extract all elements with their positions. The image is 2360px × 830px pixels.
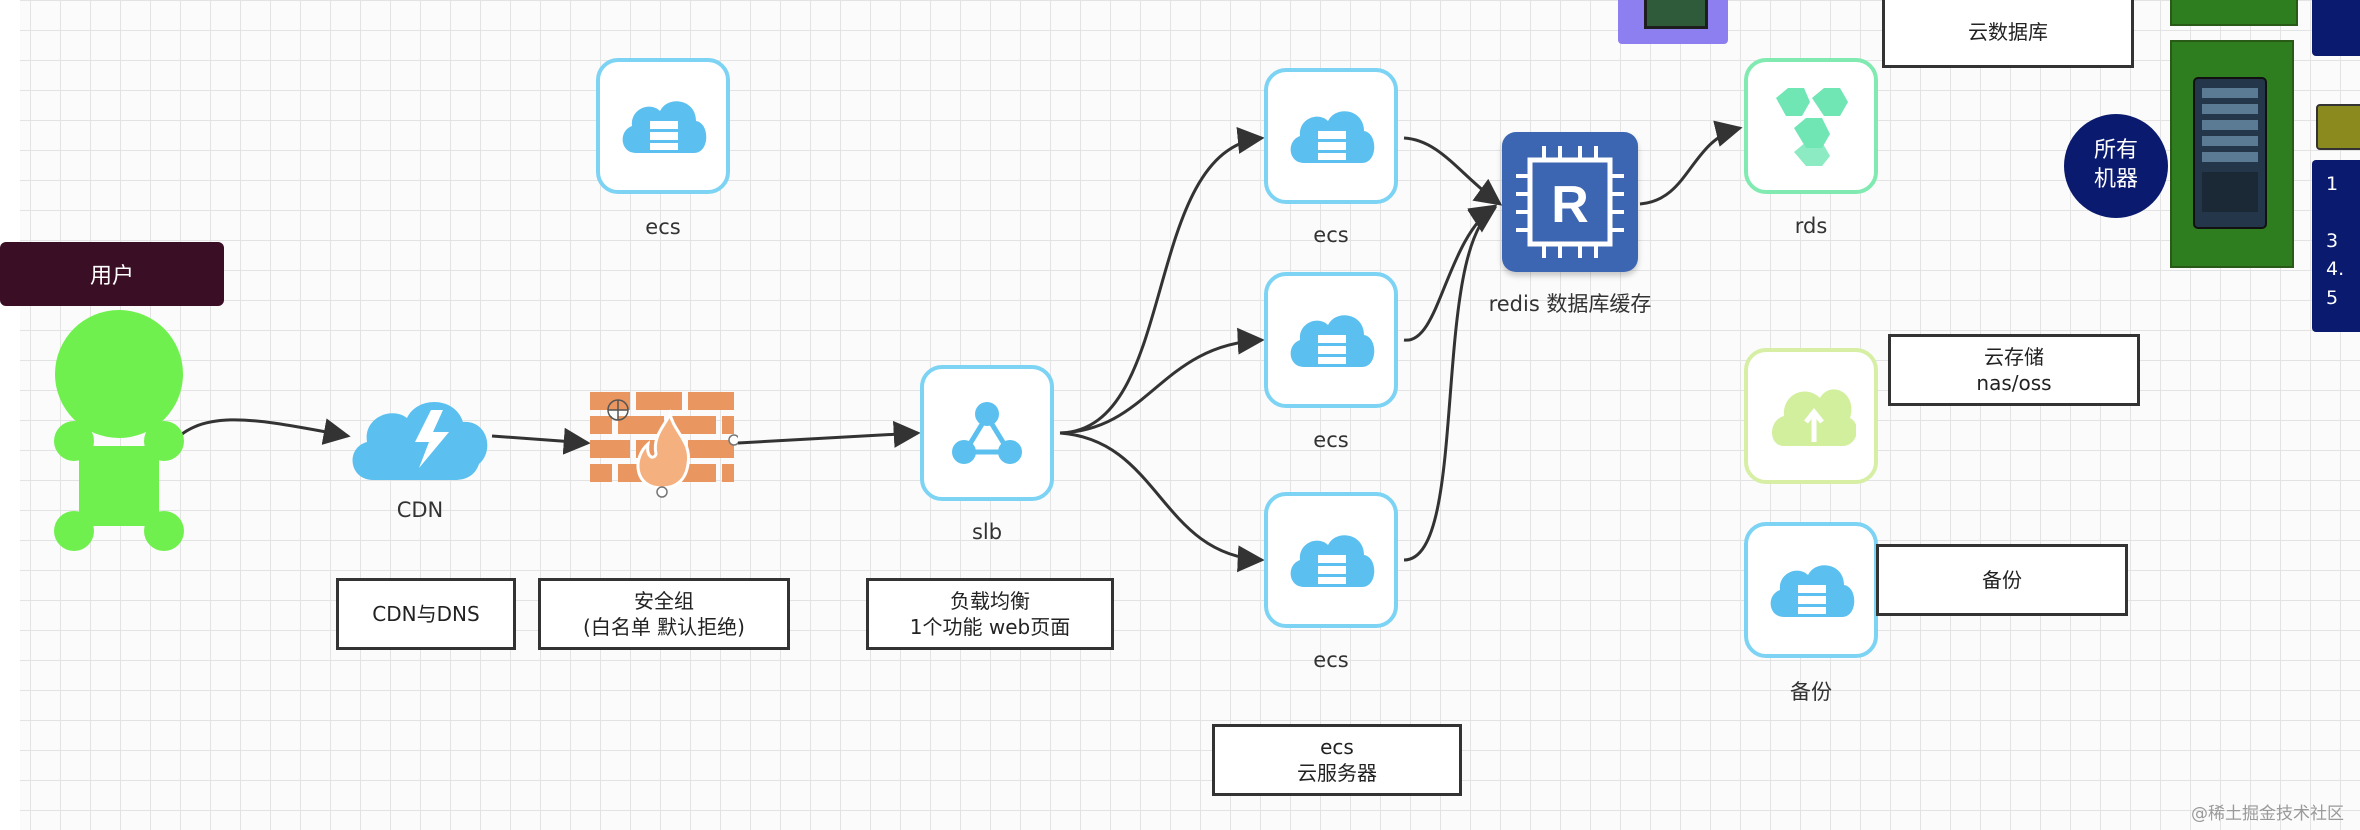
backup-desc-box[interactable]: 备份	[1876, 544, 2128, 616]
server-rack-icon	[2193, 77, 2267, 229]
redis-label: redis 数据库缓存	[1488, 292, 1652, 316]
chip-icon: R	[1516, 146, 1624, 258]
backup-desc-text: 备份	[1982, 568, 2022, 592]
cloud-storage-icon	[1772, 389, 1856, 446]
user-header: 用户	[0, 242, 224, 306]
security-group-desc: (白名单 默认拒绝)	[583, 615, 745, 639]
list-item: 5	[2326, 286, 2339, 309]
slb-tile[interactable]	[920, 365, 1054, 501]
olive-block	[2316, 104, 2360, 150]
edge-slb-ecs1	[1059, 127, 1265, 435]
slb-label: slb	[971, 520, 1003, 544]
slb-desc-title: 负载均衡	[950, 589, 1030, 613]
edge-ecs2-redis	[1403, 204, 1498, 342]
partial-server-block[interactable]	[1618, 0, 1728, 44]
backup-label: 备份	[1790, 680, 1832, 704]
all-machines-node[interactable]: 所有 机器	[2064, 114, 2168, 218]
storage-desc-box[interactable]: 云存储 nas/oss	[1888, 334, 2140, 406]
cloud-server-icon	[1290, 535, 1375, 587]
ecs-2-label: ecs	[1313, 428, 1349, 452]
ecs-top-label: ecs	[645, 215, 681, 239]
edge-redis-rds	[1639, 120, 1743, 206]
edge-cdn-firewall	[491, 427, 591, 455]
edge-ecs1-redis	[1403, 136, 1503, 206]
list-item: 4.	[2326, 258, 2345, 280]
server-rack-panel[interactable]	[2170, 40, 2294, 268]
storage-tile[interactable]	[1744, 348, 1878, 484]
ecs-1-label: ecs	[1313, 223, 1349, 247]
ecs-3-label: ecs	[1313, 648, 1349, 672]
slb-desc-detail: 1个功能 web页面	[909, 615, 1071, 639]
ecs-desc-title: ecs	[1320, 735, 1354, 759]
rds-tile[interactable]	[1744, 58, 1878, 194]
edge-user-cdn	[166, 418, 351, 449]
cdn-dns-box[interactable]: CDN与DNS	[336, 578, 516, 650]
database-hexagons-icon	[1776, 88, 1848, 166]
cloud-server-icon	[622, 101, 707, 153]
list-item: 3	[2326, 229, 2339, 252]
storage-desc-detail: nas/oss	[1976, 371, 2052, 395]
edge-slb-ecs3	[1059, 431, 1265, 573]
security-group-box[interactable]: 安全组 (白名单 默认拒绝)	[538, 578, 790, 650]
svg-text:R: R	[1551, 176, 1589, 234]
rds-label: rds	[1794, 214, 1828, 238]
load-balancer-icon	[952, 402, 1022, 464]
security-group-title: 安全组	[634, 589, 694, 613]
all-machines-line1: 所有	[2093, 138, 2138, 164]
ecs-desc-detail: 云服务器	[1297, 761, 1377, 785]
edge-slb-ecs2	[1059, 327, 1265, 435]
list-item: 1	[2326, 173, 2339, 195]
user-figure-icon[interactable]	[52, 308, 192, 558]
edge-firewall-slb	[737, 420, 921, 448]
all-machines-line2: 机器	[2093, 167, 2138, 192]
ecs-2-tile[interactable]	[1264, 272, 1398, 408]
navy-list-panel[interactable]: 1 3 4. 5	[2312, 160, 2360, 332]
firewall-icon[interactable]	[588, 388, 738, 498]
cloud-server-icon	[1770, 565, 1855, 617]
ecs-1-tile[interactable]	[1264, 68, 1398, 204]
cloud-db-box[interactable]: 云数据库	[1882, 0, 2134, 68]
edge-ecs3-redis	[1403, 206, 1498, 562]
backup-tile[interactable]	[1744, 522, 1878, 658]
navy-block-top	[2312, 0, 2360, 56]
ecs-desc-box[interactable]: ecs 云服务器	[1212, 724, 1462, 796]
ecs-top-tile[interactable]	[596, 58, 730, 194]
cloud-db-text: 云数据库	[1968, 20, 2048, 44]
server-screen	[1644, 0, 1708, 29]
ecs-3-tile[interactable]	[1264, 492, 1398, 628]
watermark: @稀土掘金技术社区	[2191, 804, 2344, 824]
list-item	[2326, 199, 2360, 227]
storage-desc-title: 云存储	[1984, 345, 2044, 369]
cdn-dns-text: CDN与DNS	[372, 602, 480, 626]
green-bar-top	[2170, 0, 2298, 26]
cdn-label: CDN	[396, 498, 444, 522]
slb-desc-box[interactable]: 负载均衡 1个功能 web页面	[866, 578, 1114, 650]
cloud-server-icon	[1290, 111, 1375, 163]
canvas-left-margin	[0, 0, 20, 830]
redis-chip-icon[interactable]: R	[1502, 132, 1638, 272]
cloud-server-icon	[1290, 315, 1375, 367]
cdn-cloud-icon[interactable]	[345, 388, 495, 488]
user-header-label: 用户	[89, 264, 134, 289]
